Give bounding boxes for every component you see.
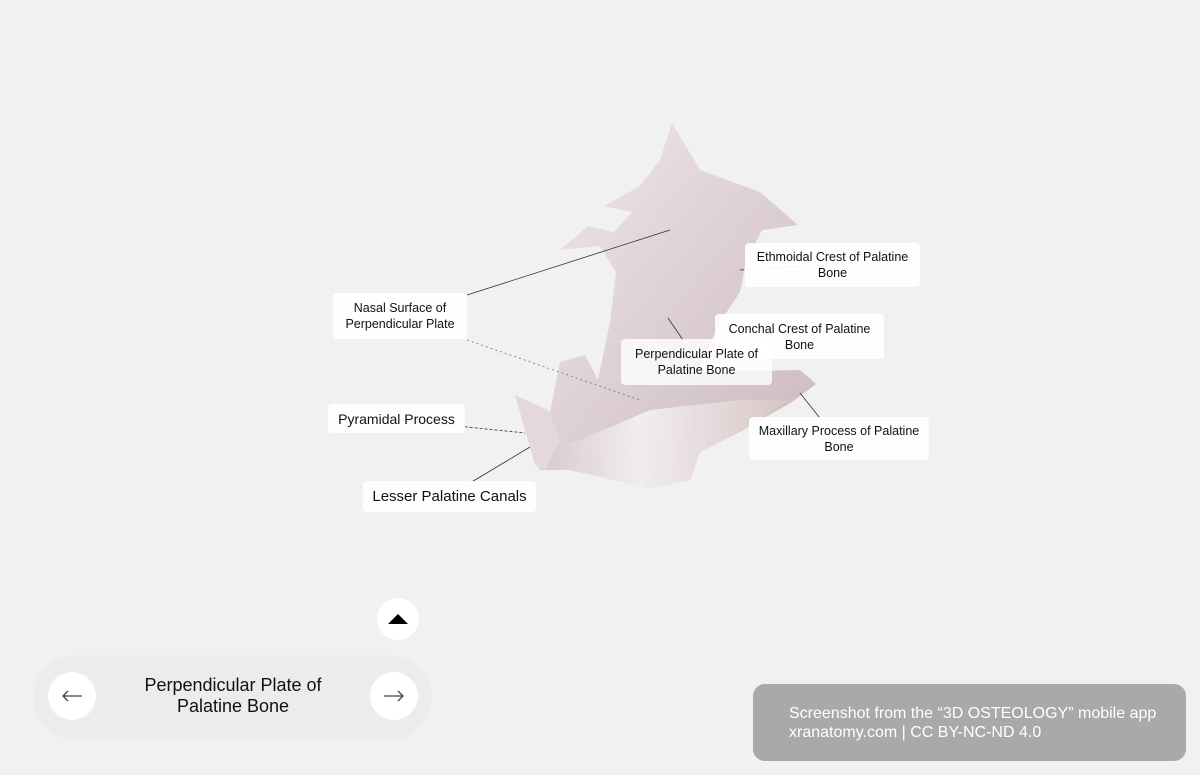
- triangle-up-icon: [388, 614, 408, 624]
- leader-line-nasal-surface-hidden: [466, 339, 641, 401]
- watermark: Screenshot from the “3D OSTEOLOGY” mobil…: [753, 684, 1186, 761]
- leader-line-lesser-palatine-canals: [469, 446, 531, 484]
- label-pyramidal-process[interactable]: Pyramidal Process: [328, 404, 465, 433]
- label-perpendicular-plate[interactable]: Perpendicular Plate of Palatine Bone: [621, 339, 772, 385]
- label-ethmoidal-crest[interactable]: Ethmoidal Crest of Palatine Bone: [745, 243, 920, 287]
- watermark-line1: Screenshot from the “3D OSTEOLOGY” mobil…: [789, 705, 1157, 722]
- expand-button[interactable]: [377, 598, 419, 640]
- watermark-line2: xranatomy.com | CC BY-NC-ND 4.0: [789, 724, 1042, 741]
- label-nasal-surface[interactable]: Nasal Surface of Perpendicular Plate: [333, 293, 467, 339]
- current-structure-title: Perpendicular Plate of Palatine Bone: [144, 675, 322, 716]
- arrow-left-icon: [62, 690, 82, 702]
- arrow-right-icon: [384, 690, 404, 702]
- pyramidal-process-shape: [515, 395, 560, 470]
- structure-navigator: Perpendicular Plate of Palatine Bone: [33, 655, 432, 740]
- perpendicular-plate-shape: [515, 123, 816, 488]
- label-lesser-palatine-canals[interactable]: Lesser Palatine Canals: [363, 481, 536, 512]
- leader-line-nasal-surface: [466, 229, 671, 296]
- horizontal-plate-shape: [540, 400, 790, 488]
- label-maxillary-process[interactable]: Maxillary Process of Palatine Bone: [749, 417, 929, 460]
- previous-button[interactable]: [48, 672, 96, 720]
- leader-line-perpendicular-plate: [667, 317, 684, 341]
- next-button[interactable]: [370, 672, 418, 720]
